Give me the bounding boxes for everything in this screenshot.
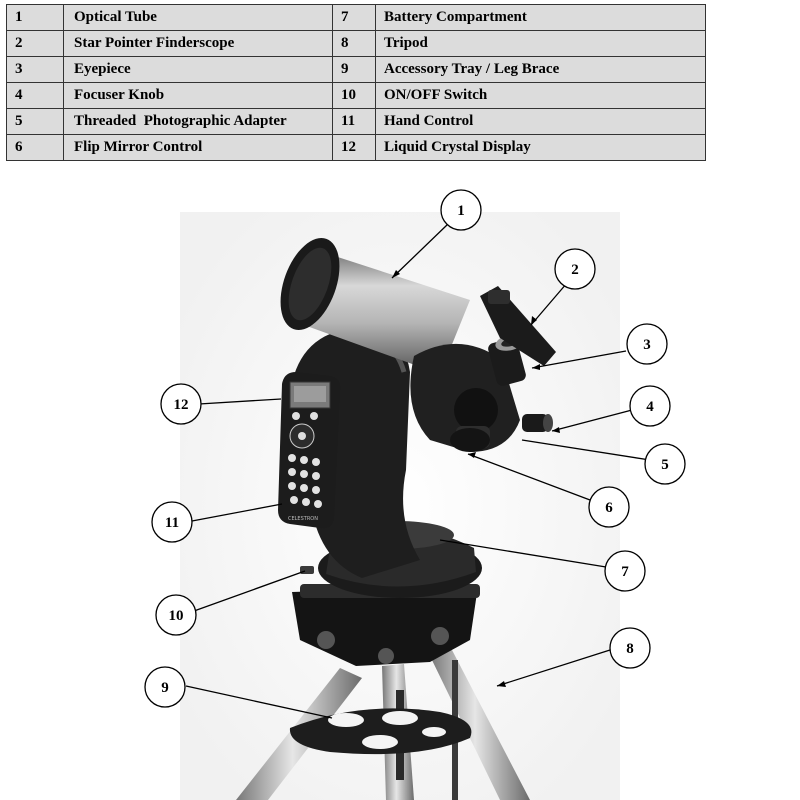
legend-row: 1 Optical Tube 7 Battery Compartment — [6, 4, 706, 31]
legend-label: Battery Compartment — [375, 4, 706, 31]
legend-number: 6 — [6, 134, 64, 161]
svg-text:8: 8 — [626, 641, 634, 657]
callout-9: 9 — [144, 666, 186, 708]
legend-number: 2 — [6, 30, 64, 57]
legend-row: 2 Star Pointer Finderscope 8 Tripod — [6, 30, 706, 57]
brand-label: CELESTRON — [288, 516, 318, 522]
optical-tube — [280, 238, 470, 374]
legend-label: ON/OFF Switch — [375, 82, 706, 109]
legend-number: 8 — [332, 30, 376, 57]
legend-number: 10 — [332, 82, 376, 109]
callout-11: 11 — [151, 501, 193, 543]
callout-12: 12 — [160, 383, 202, 425]
legend-label: Optical Tube — [63, 4, 333, 31]
on-off-switch — [300, 566, 314, 574]
parts-legend-table: 1 Optical Tube 7 Battery Compartment 2 S… — [6, 4, 706, 161]
legend-label: Flip Mirror Control — [63, 134, 333, 161]
legend-row: 6 Flip Mirror Control 12 Liquid Crystal … — [6, 134, 706, 161]
legend-number: 9 — [332, 56, 376, 83]
legend-label: Tripod — [375, 30, 706, 57]
callout-2: 2 — [554, 248, 596, 290]
svg-text:6: 6 — [605, 500, 613, 516]
legend-label: Hand Control — [375, 108, 706, 135]
hand-control: CELESTRON — [278, 372, 341, 529]
callout-5: 5 — [644, 443, 686, 485]
focuser-knob — [522, 414, 553, 432]
accessory-tray — [289, 708, 472, 755]
leader-arrowheads — [392, 270, 560, 687]
callout-4: 4 — [629, 385, 671, 427]
svg-text:4: 4 — [646, 399, 654, 415]
legend-row: 5 Threaded Photographic Adapter 11 Hand … — [6, 108, 706, 135]
callout-1: 1 — [440, 189, 482, 231]
svg-text:3: 3 — [643, 337, 651, 353]
callout-3: 3 — [626, 323, 668, 365]
leader-lines — [185, 223, 651, 719]
svg-text:7: 7 — [621, 564, 629, 580]
svg-text:2: 2 — [571, 262, 579, 278]
legend-label: Star Pointer Finderscope — [63, 30, 333, 57]
svg-text:1: 1 — [457, 203, 465, 219]
legend-label: Eyepiece — [63, 56, 333, 83]
callout-7: 7 — [604, 550, 646, 592]
callout-6: 6 — [588, 486, 630, 528]
legend-number: 7 — [332, 4, 376, 31]
legend-label: Liquid Crystal Display — [375, 134, 706, 161]
legend-row: 3 Eyepiece 9 Accessory Tray / Leg Brace — [6, 56, 706, 83]
legend-number: 1 — [6, 4, 64, 31]
callout-10: 10 — [155, 594, 197, 636]
star-pointer-finderscope — [480, 286, 556, 366]
svg-text:10: 10 — [169, 608, 184, 624]
legend-number: 4 — [6, 82, 64, 109]
callouts: 1 2 3 4 5 6 7 8 9 10 11 12 — [144, 189, 686, 708]
svg-text:12: 12 — [174, 397, 189, 413]
svg-text:5: 5 — [661, 457, 669, 473]
svg-text:11: 11 — [165, 515, 179, 531]
legend-label: Accessory Tray / Leg Brace — [375, 56, 706, 83]
callout-8: 8 — [609, 627, 651, 669]
rear-cell — [410, 343, 520, 452]
threaded-photographic-adapter — [450, 428, 490, 452]
svg-text:9: 9 — [161, 680, 169, 696]
